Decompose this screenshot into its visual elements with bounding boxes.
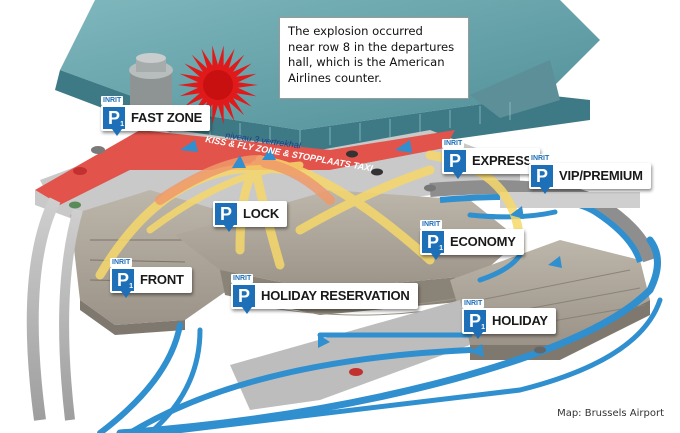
parking-sign-holiday-reservation[interactable]: INRIT P HOLIDAY RESERVATION <box>231 274 418 314</box>
blue-road-express <box>439 193 643 263</box>
sub-marker: 1 <box>129 283 133 290</box>
parking-sign-label: ECONOMY <box>445 231 522 253</box>
p-letter: P <box>107 108 120 128</box>
parking-sign-vip-premium[interactable]: INRIT P VIP/PREMIUM <box>529 154 651 194</box>
p-letter: P <box>116 270 129 290</box>
explosion-core <box>203 70 233 100</box>
parking-sign-label: HOLIDAY <box>487 310 554 332</box>
parking-p-icon: INRIT P <box>529 154 554 187</box>
inrit-label: INRIT <box>231 274 254 283</box>
parking-sign-label: EXPRESS <box>467 150 539 172</box>
caption-line: hall, which is the American <box>288 55 445 70</box>
inrit-label: INRIT <box>529 154 552 163</box>
parking-p-icon: P <box>215 203 238 225</box>
inrit-label: INRIT <box>110 258 133 267</box>
parking-sign-label: LOCK <box>238 203 286 225</box>
parking-sign-label: VIP/PREMIUM <box>554 165 649 187</box>
explosion-caption: The explosion occurred near row 8 in the… <box>279 17 469 99</box>
direction-arrows <box>180 140 562 357</box>
inrit-label: INRIT <box>462 299 485 308</box>
parking-sign-express[interactable]: INRIT P EXPRESS <box>442 139 541 179</box>
blue-access-roads <box>97 209 663 433</box>
p-letter: P <box>468 311 481 331</box>
map-credit: Map: Brussels Airport <box>557 408 664 419</box>
caption-line: Airlines counter. <box>288 70 382 85</box>
parking-sign-lock[interactable]: P LOCK <box>213 201 288 232</box>
gray-ramp-left <box>26 197 61 421</box>
inrit-label: INRIT <box>101 96 124 105</box>
p-letter: P <box>219 204 232 224</box>
sub-marker: 1 <box>120 121 124 128</box>
caption-line: near row 8 in the departures <box>288 39 455 54</box>
parking-sign-label: FAST ZONE <box>126 107 209 129</box>
parking-p-icon: INRIT P <box>442 139 467 172</box>
p-letter: P <box>448 151 461 171</box>
cars <box>69 146 546 376</box>
p-letter: P <box>535 166 548 186</box>
parking-sign-label: HOLIDAY RESERVATION <box>256 285 416 307</box>
lower-road <box>230 300 470 410</box>
sub-marker: 1 <box>439 245 443 252</box>
parking-p-icon: INRIT P <box>231 274 256 307</box>
caption-line: The explosion occurred <box>288 24 423 38</box>
inrit-label: INRIT <box>420 220 443 229</box>
p-letter: P <box>237 286 250 306</box>
sub-marker: 1 <box>481 324 485 331</box>
p-letter: P <box>426 232 439 252</box>
parking-sign-label: FRONT <box>135 269 190 291</box>
explosion-icon <box>178 45 258 125</box>
inrit-label: INRIT <box>442 139 465 148</box>
